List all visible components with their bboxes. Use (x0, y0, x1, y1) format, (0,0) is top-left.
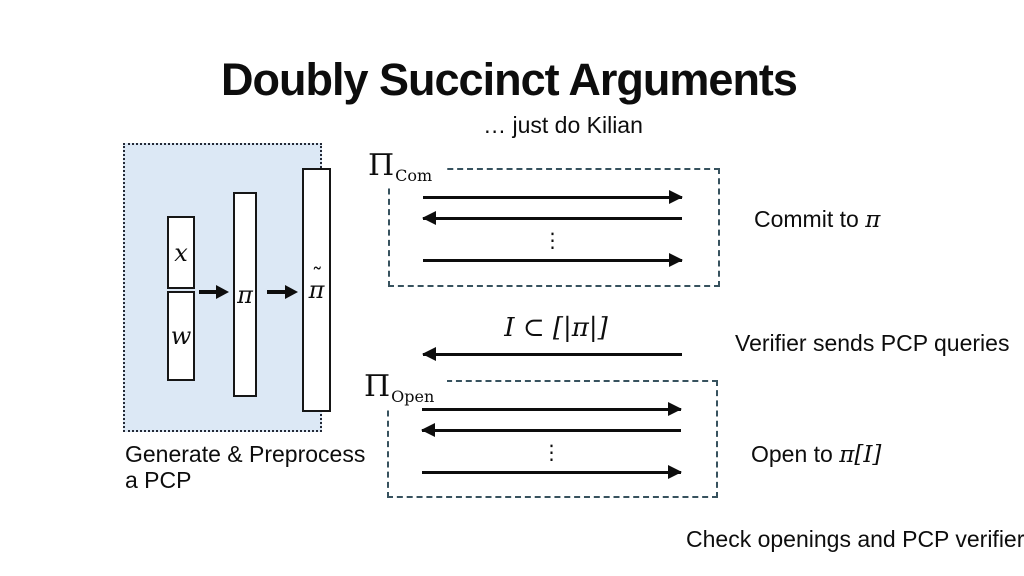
message-arrow-right (423, 253, 683, 267)
protocol-ellipsis: ⋮ (542, 228, 563, 252)
pcp-pi-label: π (237, 280, 253, 309)
protocol-com-box: ⋮ (388, 168, 720, 287)
protocol-open-box: ⋮ (387, 380, 718, 498)
slide-title: Doubly Succinct Arguments (221, 54, 798, 105)
commit-annotation: Commit to π (754, 206, 881, 233)
open-annotation: Open to π[I] (751, 441, 882, 468)
encoded-pcp-rect: ˜π (302, 168, 331, 412)
check-annotation: Check openings and PCP verifier (686, 526, 1024, 552)
protocol-com-label: ΠCom (366, 151, 446, 187)
message-arrow-right (422, 402, 682, 416)
message-arrow-right (422, 465, 682, 479)
verifier-query-arrow (422, 347, 682, 361)
commit-math: π (865, 207, 881, 233)
protocol-ellipsis: ⋮ (541, 440, 562, 464)
slide-subtitle: … just do Kilian (483, 112, 643, 138)
preprocess-caption: Generate & Preprocess a PCP (125, 441, 365, 493)
message-arrow-left (422, 211, 682, 225)
query-set-formula: I ⊂ [|π|] (504, 313, 608, 343)
witness-w-label: w (170, 322, 192, 350)
caption-line-1: Generate & Preprocess (125, 441, 366, 467)
encoded-pcp-label: ˜π (308, 265, 325, 304)
message-arrow-right (423, 190, 683, 204)
open-math: π[I] (839, 442, 882, 468)
witness-w-rect: w (167, 291, 195, 381)
arrow-pi-to-pitilde (267, 285, 298, 299)
tilde-accent: ˜ (311, 265, 323, 290)
arrow-xw-to-pi (199, 285, 229, 299)
caption-line-2: a PCP (125, 467, 192, 493)
protocol-open-label: ΠOpen (362, 372, 448, 408)
pcp-pi-rect: π (233, 192, 257, 397)
input-x-label: x (174, 238, 188, 267)
input-x-rect: x (167, 216, 195, 289)
message-arrow-left (421, 423, 681, 437)
verifier-annotation: Verifier sends PCP queries (735, 330, 1010, 356)
